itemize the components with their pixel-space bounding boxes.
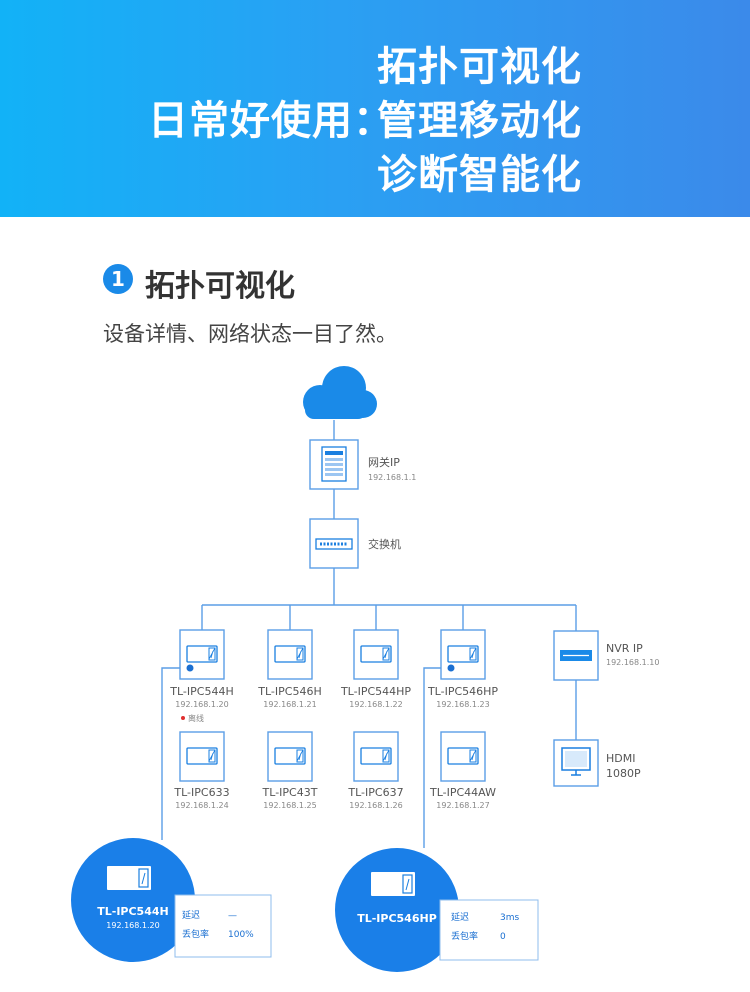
packet-loss-value: 100%	[228, 930, 254, 940]
hdmi-monitor-node[interactable]	[553, 739, 599, 787]
hdmi-resolution: 1080P	[606, 767, 641, 780]
detail-camera-model: TL-IPC544H	[97, 905, 168, 918]
camera-node-ipc546hp[interactable]	[440, 629, 486, 680]
camera-ip: 192.168.1.23	[436, 700, 489, 709]
camera-icon	[106, 865, 152, 891]
banner-line-topology: 拓扑可视化	[377, 44, 582, 90]
camera-ip: 192.168.1.27	[436, 801, 489, 810]
latency-label: 延迟	[182, 909, 200, 921]
camera-node-ipc43t[interactable]	[267, 731, 313, 782]
camera-icon	[370, 871, 416, 897]
detail-camera-ip: 192.168.1.20	[106, 921, 159, 930]
monitor-icon	[561, 747, 591, 776]
latency-value: 3ms	[500, 913, 519, 923]
detail-stats-panel	[174, 894, 272, 958]
camera-ip: 192.168.1.22	[349, 700, 402, 709]
camera-icon	[274, 645, 306, 663]
camera-model: TL-IPC43T	[262, 786, 318, 799]
nvr-label: NVR IP	[606, 642, 643, 655]
banner-prefix: 日常好使用：	[148, 98, 394, 144]
banner-line-diagnosis: 诊断智能化	[377, 152, 582, 198]
camera-icon	[360, 747, 392, 765]
gateway-label: 网关IP	[368, 455, 400, 469]
hdmi-label: HDMI	[606, 752, 635, 765]
camera-icon	[360, 645, 392, 663]
camera-node-ipc546h[interactable]	[267, 629, 313, 680]
camera-ip: 192.168.1.24	[175, 801, 228, 810]
camera-model: TL-IPC546H	[257, 685, 321, 698]
cloud-icon	[303, 366, 377, 419]
camera-node-ipc544hp[interactable]	[353, 629, 399, 680]
camera-icon	[274, 747, 306, 765]
switch-label: 交换机	[368, 537, 401, 551]
nvr-node[interactable]	[553, 630, 599, 681]
banner-line-mobile: 管理移动化	[377, 98, 582, 144]
section-title: 拓扑可视化	[145, 269, 295, 304]
latency-label: 延迟	[451, 911, 469, 923]
camera-ip: 192.168.1.20	[175, 700, 228, 709]
camera-model: TL-IPC546HP	[427, 685, 498, 698]
camera-detail-online[interactable]: TL-IPC546HP 延迟 3ms 丢包率 0	[335, 848, 539, 972]
camera-model: TL-IPC544HP	[340, 685, 411, 698]
camera-icon	[186, 747, 218, 765]
latency-value: —	[228, 911, 237, 921]
packet-loss-value: 0	[500, 932, 506, 942]
header-banner: 日常好使用： 拓扑可视化 管理移动化 诊断智能化	[0, 0, 750, 217]
camera-node-ipc637[interactable]	[353, 731, 399, 782]
camera-ip: 192.168.1.26	[349, 801, 402, 810]
gateway-ip: 192.168.1.1	[368, 473, 416, 482]
switch-icon	[315, 538, 353, 550]
detail-camera-model: TL-IPC546HP	[357, 912, 437, 925]
nvr-icon	[560, 650, 592, 661]
section-number-badge: 1	[103, 264, 133, 294]
camera-model: TL-IPC633	[173, 786, 229, 799]
camera-ip: 192.168.1.25	[263, 801, 316, 810]
offline-dot	[181, 716, 185, 720]
switch-node[interactable]	[309, 518, 359, 569]
camera-model: TL-IPC544H	[169, 685, 233, 698]
detail-stats-panel	[439, 899, 539, 961]
gateway-node[interactable]	[309, 439, 359, 490]
offline-status: 离线	[188, 713, 204, 723]
camera-node-ipc44aw[interactable]	[440, 731, 486, 782]
section-description: 设备详情、网络状态一目了然。	[103, 322, 397, 346]
camera-icon	[447, 645, 479, 663]
packet-loss-label: 丢包率	[182, 928, 209, 940]
camera-icon	[447, 747, 479, 765]
camera-ip: 192.168.1.21	[263, 700, 316, 709]
camera-node-ipc633[interactable]	[179, 731, 225, 782]
gateway-icon	[321, 446, 347, 482]
packet-loss-label: 丢包率	[451, 930, 478, 942]
camera-model: TL-IPC637	[347, 786, 403, 799]
camera-node-ipc544h[interactable]	[179, 629, 225, 680]
camera-model: TL-IPC44AW	[429, 786, 496, 799]
nvr-ip: 192.168.1.10	[606, 658, 659, 667]
camera-detail-offline[interactable]: TL-IPC544H 192.168.1.20 延迟 — 丢包率 100%	[71, 838, 272, 962]
camera-icon	[186, 645, 218, 663]
